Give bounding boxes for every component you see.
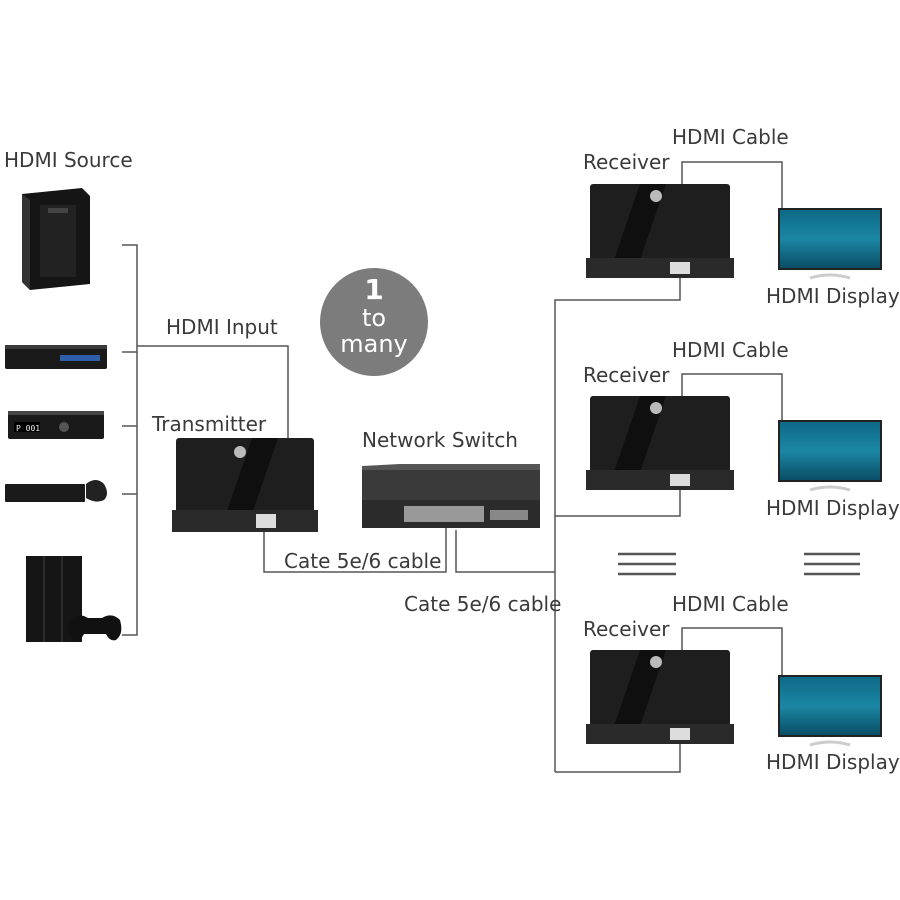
cable-label-1: Cate 5e/6 cable (284, 549, 442, 573)
hdmi-display-label: HDMI Display (766, 284, 900, 308)
hdmi-cable-label: HDMI Cable (672, 125, 789, 149)
network-switch-icon (362, 464, 540, 528)
receiver-device-icon (586, 184, 734, 278)
hdmi-display-icon (778, 208, 882, 280)
receiver-device-icon (586, 396, 734, 490)
source-bracket-line (122, 244, 138, 636)
hdmi-input-line (137, 345, 289, 440)
hdmi-display-icon (778, 420, 882, 492)
hdmi-source-label: HDMI Source (4, 148, 133, 172)
bluray-player-icon (5, 345, 107, 369)
cable-line-1 (263, 520, 447, 573)
receiver-label: Receiver (583, 150, 670, 174)
transmitter-label: Transmitter (152, 412, 267, 436)
connection-lines (122, 161, 783, 773)
hdmi-display-label: HDMI Display (766, 496, 900, 520)
transmitter-device-icon (172, 438, 318, 532)
network-switch-label: Network Switch (362, 428, 518, 452)
receiver-label: Receiver (583, 363, 670, 387)
game-console-tower-icon (26, 556, 122, 642)
badge-word-to: to (361, 304, 387, 332)
badge-word-many: many (340, 330, 408, 358)
svg-text:P 001: P 001 (16, 424, 40, 433)
cable-line-2 (455, 530, 555, 573)
hdmi-input-label: HDMI Input (166, 315, 278, 339)
game-console-icon (5, 480, 107, 502)
one-to-many-badge: 1 to many (320, 268, 428, 376)
hdmi-display-label: HDMI Display (766, 750, 900, 774)
more-receivers-indicator (618, 552, 860, 576)
hdmi-cable-label: HDMI Cable (672, 592, 789, 616)
receiver-trunk-line (554, 272, 681, 772)
receiver-label: Receiver (583, 617, 670, 641)
hdmi-display-icon (778, 675, 882, 747)
badge-number: 1 (364, 273, 384, 306)
hdmi-cable-label: HDMI Cable (672, 338, 789, 362)
receiver-device-icon (586, 650, 734, 744)
desktop-tower-icon (22, 188, 90, 290)
set-top-box-icon: P 001 (8, 411, 104, 439)
cable-label-2: Cate 5e/6 cable (404, 592, 562, 616)
